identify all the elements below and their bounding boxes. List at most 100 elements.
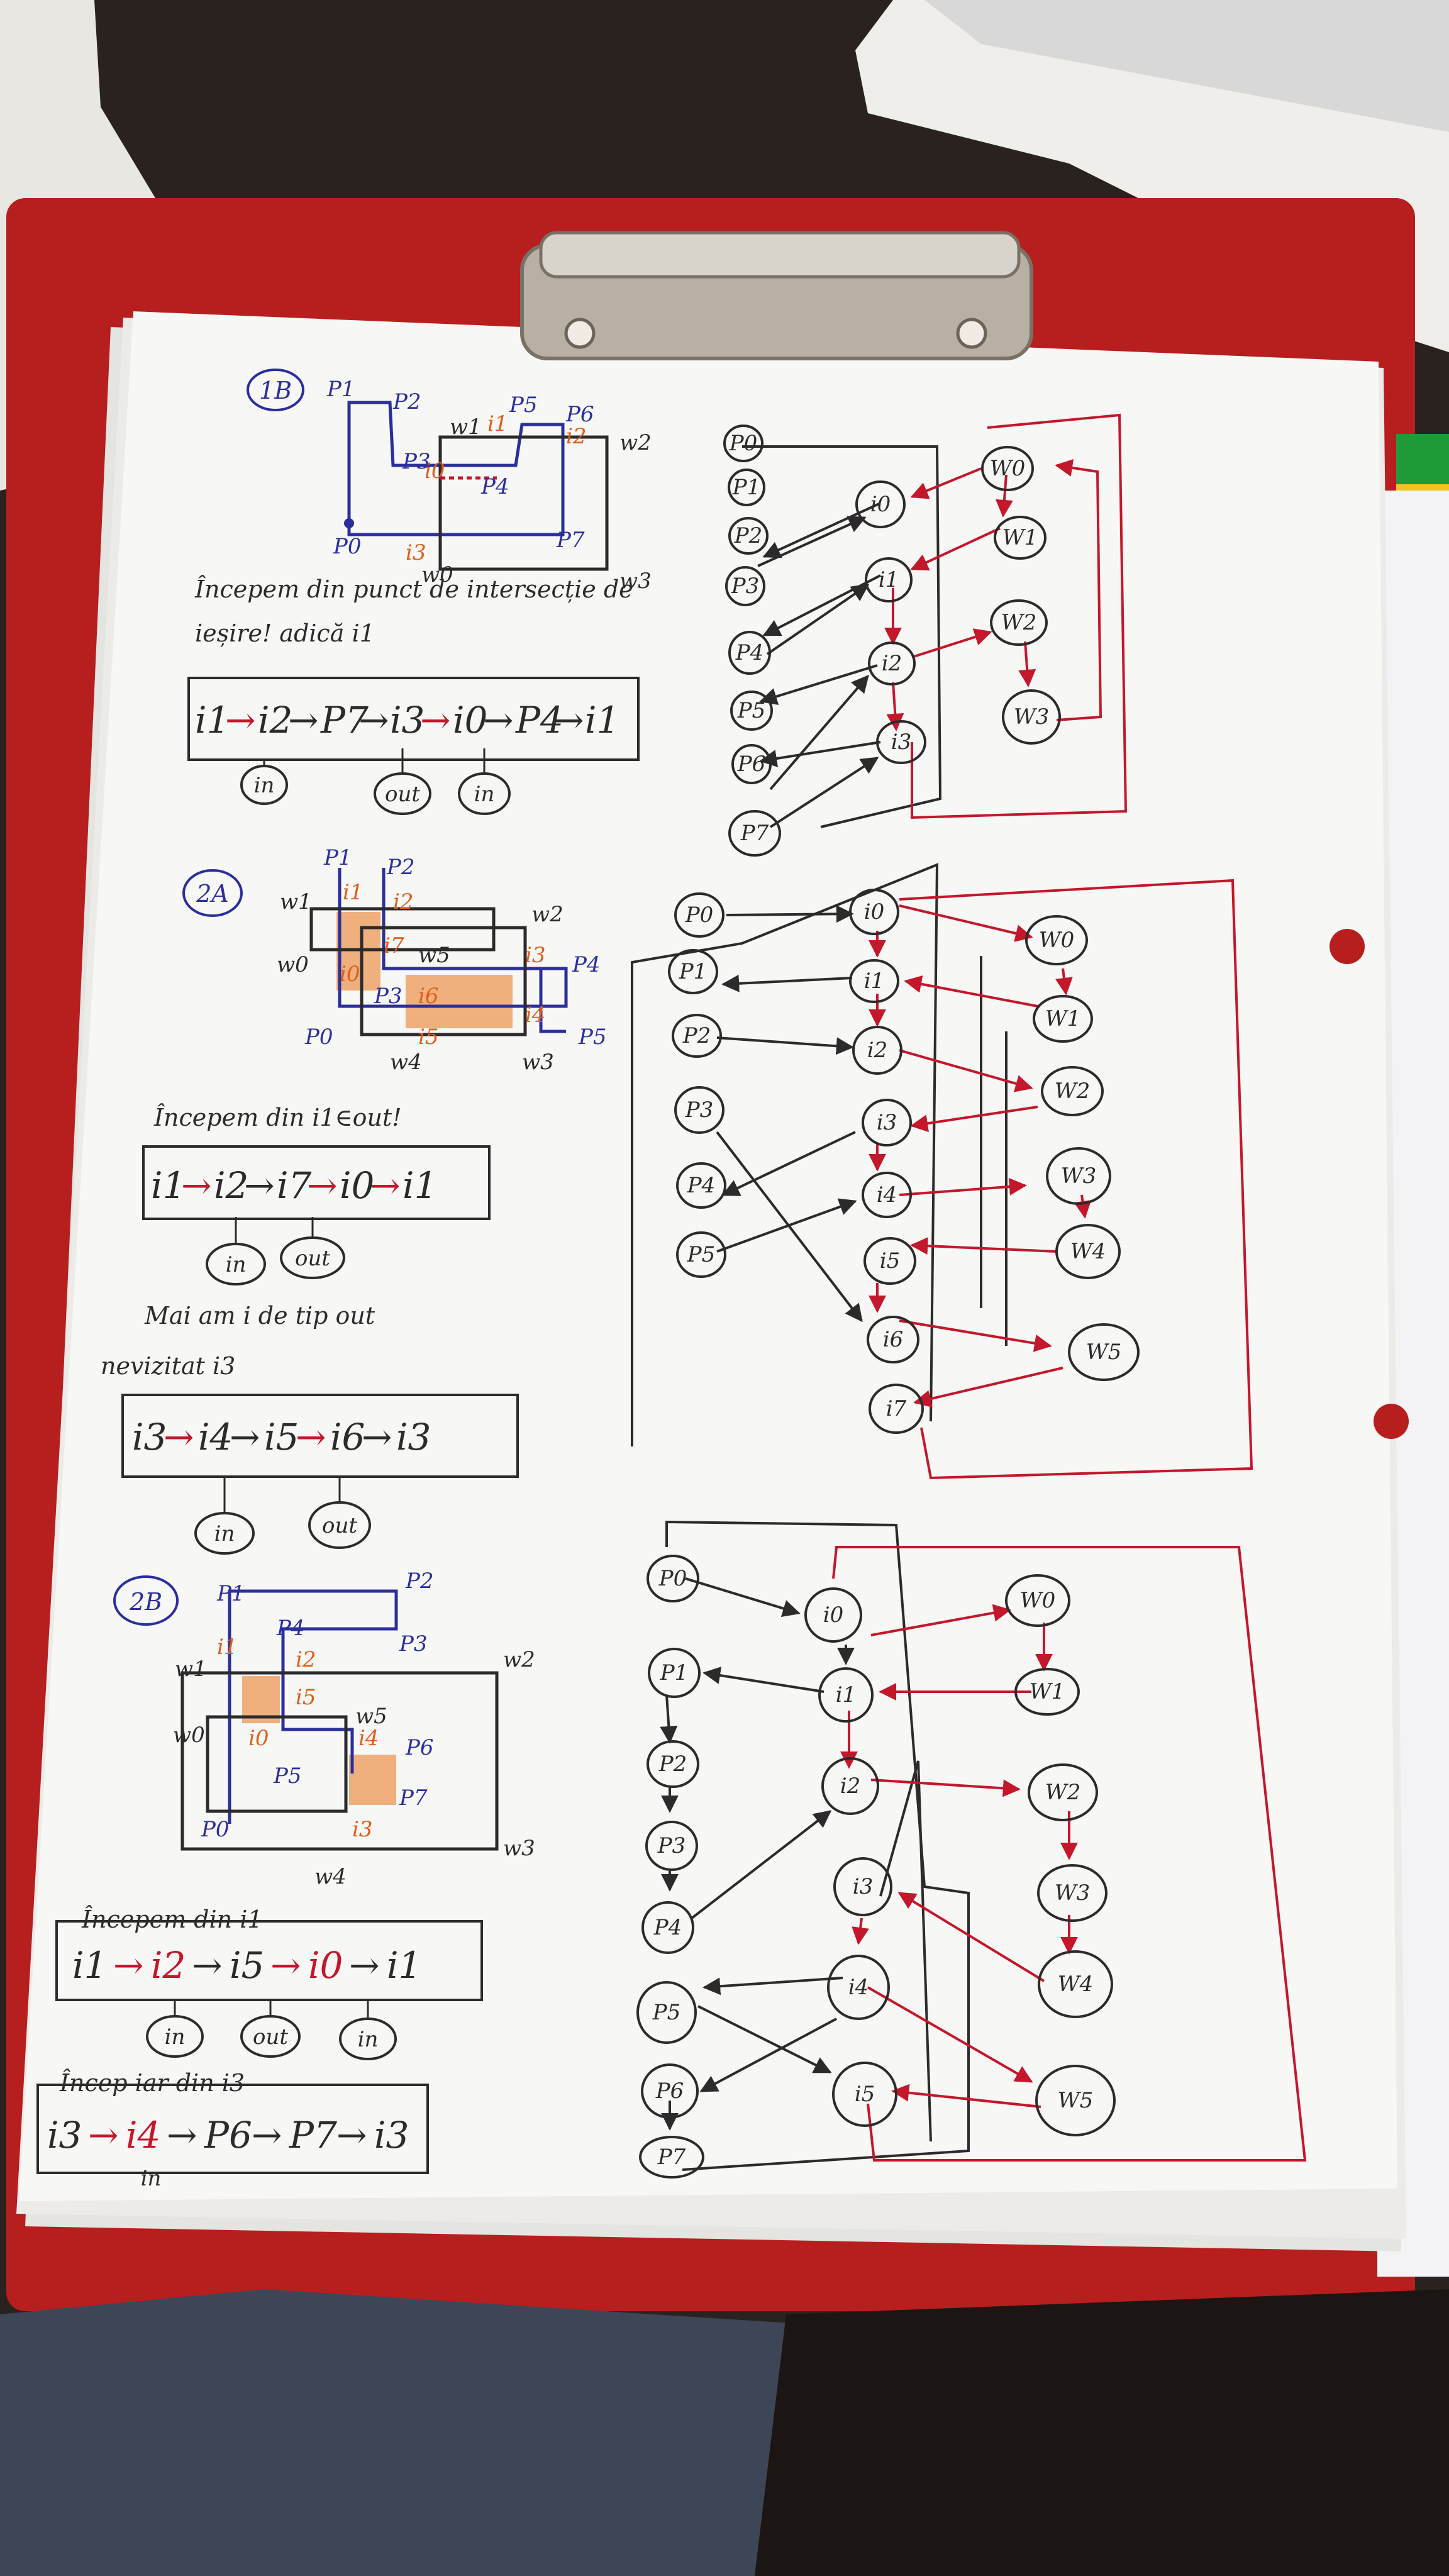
seq-2b1-1: i2 xyxy=(151,1944,186,1987)
seq-2b2-0: i3 xyxy=(47,2114,82,2157)
label-2b-w3: w3 xyxy=(503,1836,535,1861)
g1b-p1: P1 xyxy=(732,475,761,500)
g2a-w1: W1 xyxy=(1045,1006,1081,1031)
label-2b-p6: P6 xyxy=(405,1735,434,1760)
g2a-i7: i7 xyxy=(886,1396,907,1421)
tag-1b-2: in xyxy=(474,782,495,807)
label-2b-i1: i1 xyxy=(217,1635,238,1660)
seq-2a2-3: i6 xyxy=(330,1416,365,1458)
tag-1b-1: out xyxy=(385,782,420,807)
g2b-p0: P0 xyxy=(658,1566,687,1591)
label-2a-i7: i7 xyxy=(384,933,404,958)
g2a-p0: P0 xyxy=(685,902,714,928)
label-p2: P2 xyxy=(392,389,421,414)
label-p4: P4 xyxy=(480,474,509,499)
g2a-i1: i1 xyxy=(864,969,885,994)
graph-2a-labels: P0 P1 P2 P3 P4 P5 i0 i1 i2 i3 i4 i5 i6 i… xyxy=(679,899,1122,1421)
sequence-2b-1: i1 → i2 → i5 → i0 → i1 xyxy=(72,1944,421,1987)
sequence-2b-2: i3 → i4 → P6 → P7 → i3 xyxy=(47,2114,409,2157)
sequence-2a-2: i3 → i4 → i5 → i6 → i3 xyxy=(132,1416,431,1458)
seq-2a1-4: i1 xyxy=(402,1164,437,1207)
note-2a-2-line2: nevizitat i3 xyxy=(101,1352,235,1380)
label-p5: P5 xyxy=(509,392,538,418)
seq-2b1-arrow-0: → xyxy=(113,1944,144,1987)
g1b-w2: W2 xyxy=(1001,610,1037,635)
seq-1b-arrow-0: → xyxy=(225,699,256,741)
g1b-w1: W1 xyxy=(1002,525,1038,550)
g1b-p6: P6 xyxy=(737,752,766,777)
label-2a-w5: w5 xyxy=(418,943,450,968)
g2a-w4: W4 xyxy=(1070,1239,1106,1264)
seq-1b-0: i1 xyxy=(195,699,230,741)
g1b-i0: i0 xyxy=(870,492,891,517)
phone-edge xyxy=(924,0,1449,132)
label-p7: P7 xyxy=(556,528,585,553)
seq-2b2-arrow-0: → xyxy=(88,2114,119,2157)
badge-circles xyxy=(113,369,304,1626)
g2a-i4: i4 xyxy=(877,1182,897,1208)
label-i2: i2 xyxy=(566,424,587,449)
g1b-p0: P0 xyxy=(729,431,758,456)
seq-2b2-arrow-3: → xyxy=(336,2114,367,2157)
seq-2b2-1: i4 xyxy=(126,2114,160,2157)
seq-1b-arrow-5: → xyxy=(553,699,584,741)
label-2b-i4: i4 xyxy=(358,1726,379,1751)
label-2b-w1: w1 xyxy=(175,1657,207,1682)
jeans xyxy=(0,2289,849,2576)
note-2a-2-line1: Mai am i de tip out xyxy=(144,1302,375,1330)
seq-2a2-1: i4 xyxy=(198,1416,233,1458)
label-w0: w0 xyxy=(421,562,453,587)
g1b-p4: P4 xyxy=(735,640,764,665)
diagram-1b xyxy=(344,401,609,571)
g2b-w2: W2 xyxy=(1045,1780,1081,1805)
g1b-i1: i1 xyxy=(879,567,899,592)
seq-2a2-arrow-3: → xyxy=(362,1416,392,1458)
seq-2b1-3: i0 xyxy=(308,1944,343,1987)
seq-2b1-4: i1 xyxy=(387,1944,421,1987)
seq-1b-arrow-4: → xyxy=(483,699,514,741)
tag-1b-0: in xyxy=(254,773,275,798)
g2a-i5: i5 xyxy=(880,1248,901,1274)
g2a-i3: i3 xyxy=(877,1110,897,1135)
graph-nodes xyxy=(636,425,1140,2179)
sequence-2a-1: i1 → i2 → i7 → i0 → i1 xyxy=(151,1164,437,1207)
seq-1b-5: P4 xyxy=(515,699,564,741)
g2b-i3: i3 xyxy=(853,1874,874,1899)
g2a-i0: i0 xyxy=(864,899,885,924)
label-i3: i3 xyxy=(406,540,426,565)
seq-2a1-arrow-3: → xyxy=(370,1164,401,1207)
seq-1b-arrow-1: → xyxy=(288,699,319,741)
seq-2b1-arrow-3: → xyxy=(349,1944,380,1987)
seq-2a1-1: i2 xyxy=(214,1164,248,1207)
label-w3: w3 xyxy=(619,569,652,594)
sequence-boxes xyxy=(36,677,640,2174)
seq-2b2-3: P7 xyxy=(289,2114,337,2157)
label-2a-p4: P4 xyxy=(572,952,601,977)
g2a-p5: P5 xyxy=(687,1242,716,1267)
g2b-p3: P3 xyxy=(657,1833,686,1858)
seq-2b2-2: P6 xyxy=(204,2114,252,2157)
seq-2a2-0: i3 xyxy=(132,1416,167,1458)
g1b-p2: P2 xyxy=(734,523,763,548)
note-2b-2: Încep iar din i3 xyxy=(59,2069,245,2097)
label-2a-w2: w2 xyxy=(531,902,564,927)
label-2b-w5: w5 xyxy=(355,1704,387,1729)
label-2a-i5: i5 xyxy=(418,1024,439,1050)
seq-2a2-arrow-1: → xyxy=(230,1416,260,1458)
label-2a-i0: i0 xyxy=(340,962,360,987)
seq-2b1-arrow-2: → xyxy=(270,1944,301,1987)
sequence-1b: i1 → i2 → P7 → i3 → i0 → P4 → i1 xyxy=(195,699,619,741)
label-2b-w4: w4 xyxy=(314,1864,347,1889)
label-2b-w0: w0 xyxy=(173,1723,205,1748)
label-2b-w2: w2 xyxy=(503,1647,535,1672)
seq-2a2-2: i5 xyxy=(264,1416,299,1458)
seq-2b2-arrow-1: → xyxy=(167,2114,197,2157)
g2b-w5: W5 xyxy=(1058,2088,1094,2113)
seq-2a2-4: i3 xyxy=(396,1416,431,1458)
g2a-w0: W0 xyxy=(1039,928,1075,953)
graph-2b-edges xyxy=(660,1520,1307,2171)
note-1b-line1: Începem din punct de intersecție de xyxy=(194,575,633,603)
seq-2a1-0: i1 xyxy=(151,1164,186,1207)
g2b-w3: W3 xyxy=(1055,1880,1091,1906)
